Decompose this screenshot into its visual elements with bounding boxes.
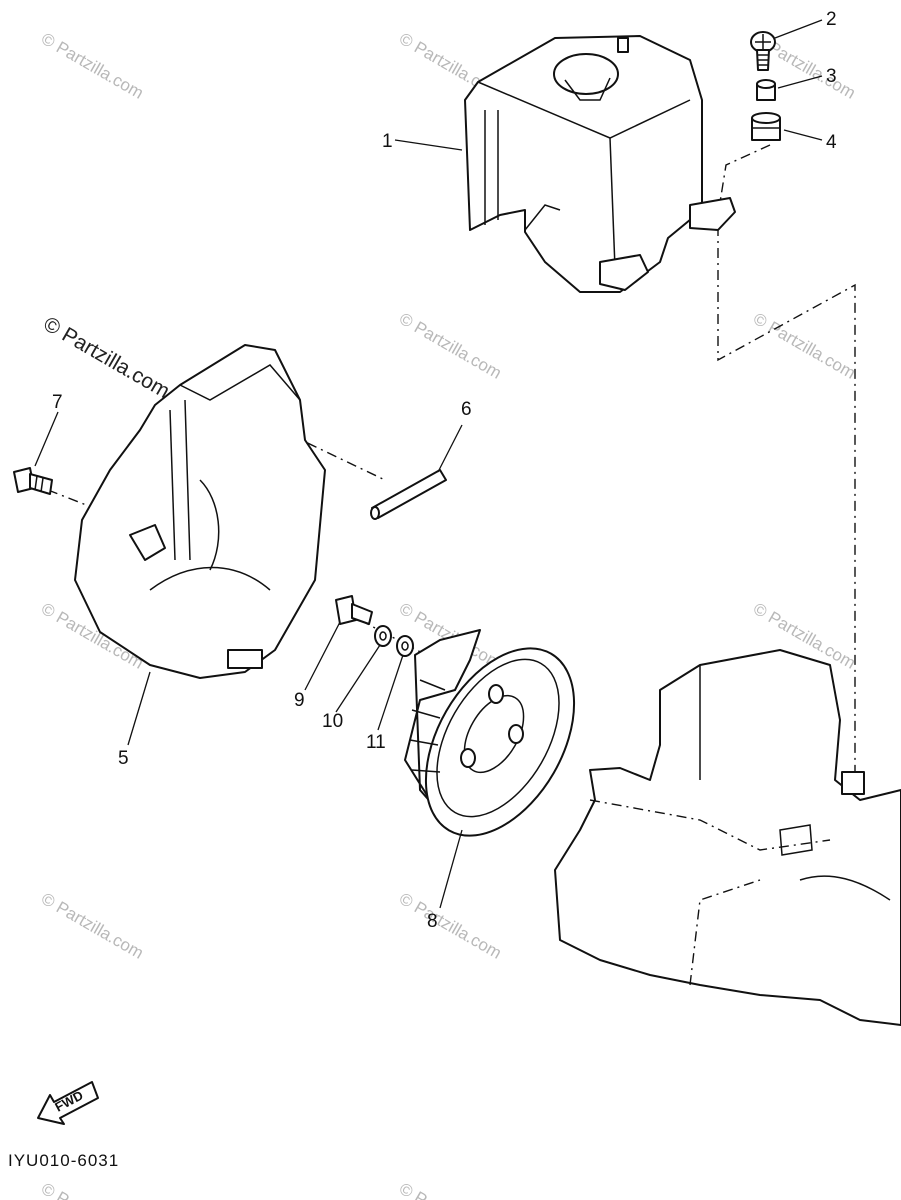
fwd-arrow-icon: FWD — [37, 1081, 99, 1125]
callout-3: 3 — [826, 66, 837, 87]
callout-5: 5 — [118, 748, 129, 769]
watermark-large: © Partzilla.com — [40, 312, 174, 403]
leader-lines — [34, 19, 823, 909]
collar-icon — [756, 79, 776, 101]
callout-4: 4 — [826, 132, 837, 153]
washer-icon — [396, 635, 414, 657]
damper-icon — [751, 112, 781, 141]
callout-8: 8 — [427, 911, 438, 932]
shroud-cover-icon — [464, 35, 736, 293]
callout-2: 2 — [826, 9, 837, 30]
washer-icon — [374, 625, 392, 647]
diagram-code: IYU010-6031 — [8, 1151, 119, 1170]
watermark: © Partzilla.com — [396, 889, 505, 963]
watermark: © Partzilla.com — [396, 1179, 505, 1200]
engine-block-icon — [554, 649, 901, 1026]
callout-9: 9 — [294, 690, 305, 711]
bolt-icon — [13, 467, 53, 495]
cooling-fan-icon — [404, 629, 576, 837]
screw-icon — [750, 31, 776, 71]
watermark: © Partzilla.com — [396, 309, 505, 383]
fan-housing-icon — [74, 344, 326, 679]
bolt-icon — [335, 595, 373, 625]
callout-11: 11 — [366, 732, 386, 753]
watermark: © Partzilla.com — [38, 29, 147, 103]
callout-6: 6 — [461, 399, 472, 420]
watermark: © Partzilla.com — [38, 1179, 147, 1200]
watermark: © Partzilla.com — [38, 889, 147, 963]
pin-icon — [370, 469, 447, 520]
callout-7: 7 — [52, 392, 63, 413]
callout-10: 10 — [322, 711, 343, 732]
callouts: 1 2 3 4 5 6 7 8 9 10 11 — [52, 9, 837, 932]
callout-1: 1 — [382, 131, 393, 152]
watermark: © Partzilla.com — [750, 309, 859, 383]
